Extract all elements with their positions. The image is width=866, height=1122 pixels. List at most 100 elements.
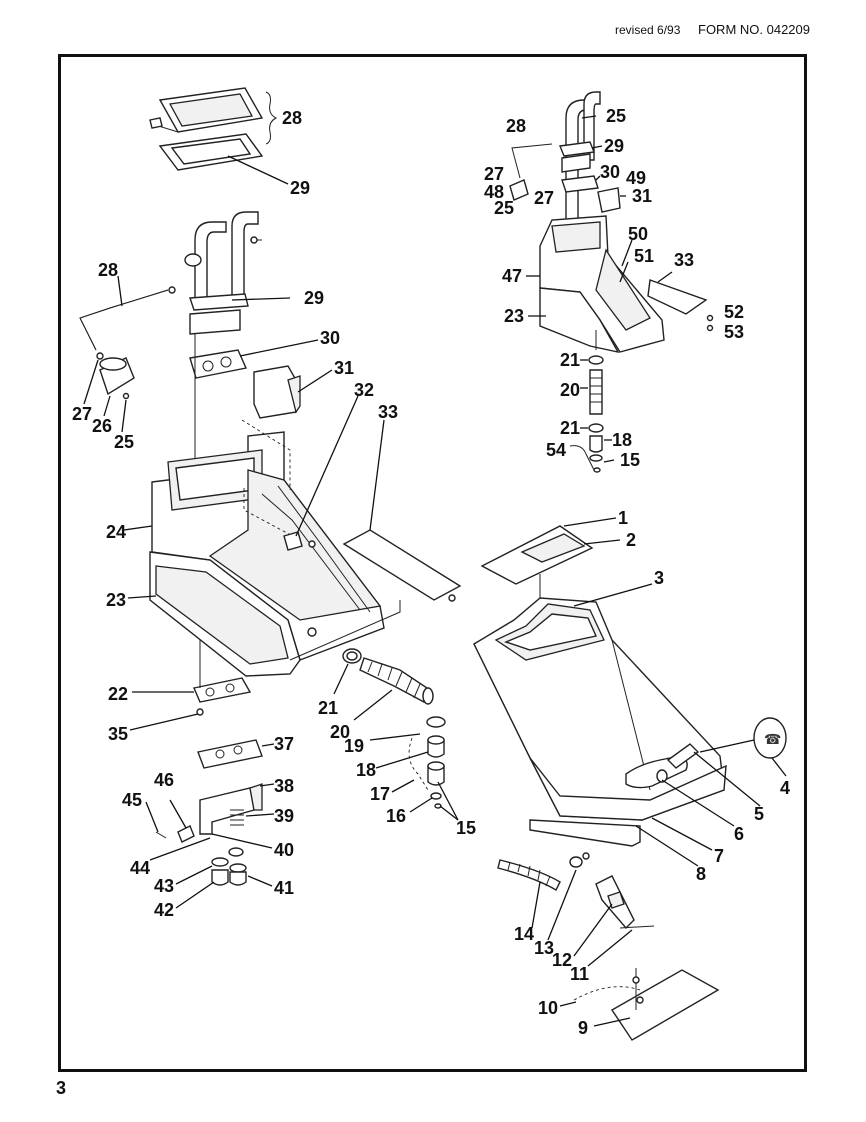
callout-30: 30 (320, 328, 340, 348)
callout-40: 40 (274, 840, 294, 860)
callout-16: 16 (386, 806, 406, 826)
callout-48: 48 (484, 182, 504, 202)
callout-29: 29 (304, 288, 324, 308)
part-37-plate (197, 739, 263, 769)
callout-41: 41 (274, 878, 294, 898)
callout-28: 28 (98, 260, 118, 280)
callout-35: 35 (108, 724, 128, 744)
part-26-float (99, 357, 135, 396)
callout-21: 21 (318, 698, 338, 718)
callout-27-upper-a: 27 (484, 164, 504, 184)
callout-10: 10 (538, 998, 558, 1018)
callout-46: 46 (154, 770, 174, 790)
callout-42: 42 (154, 900, 174, 920)
part-28-rod (79, 286, 176, 351)
callout-25: 25 (114, 432, 134, 452)
callout-21-upper-a: 21 (560, 350, 580, 370)
callout-3: 3 (654, 568, 664, 588)
part-26-upper-float (509, 179, 529, 201)
part-31-upper-bracket (597, 187, 621, 213)
callout-4: 4 (780, 778, 790, 798)
part-4-decal: ☎ (753, 717, 787, 759)
callout-33-upper: 33 (674, 250, 694, 270)
form-number: FORM NO. 042209 (698, 22, 810, 37)
callout-24: 24 (106, 522, 126, 542)
callout-20-upper: 20 (560, 380, 580, 400)
callout-11: 11 (570, 964, 589, 984)
callout-45: 45 (122, 790, 142, 810)
part-34-lid (149, 87, 264, 133)
callout-14: 14 (514, 924, 534, 944)
callout-52: 52 (724, 302, 744, 322)
callout-15: 15 (456, 818, 476, 838)
callout-9: 9 (578, 1018, 588, 1038)
callout-53: 53 (724, 322, 744, 342)
callout-38: 38 (274, 776, 294, 796)
callout-49: 49 (626, 168, 646, 188)
callout-26: 26 (92, 416, 112, 436)
callout-18-upper: 18 (612, 430, 632, 450)
part-17-chain (408, 737, 429, 791)
part-33-cover-plate (342, 529, 462, 602)
callout-22: 22 (108, 684, 128, 704)
part-36-gasket (158, 133, 264, 171)
callout-2: 2 (626, 530, 636, 550)
callout-12: 12 (552, 950, 572, 970)
callout-30-upper: 30 (600, 162, 620, 182)
page-header: revised 6/93 FORM NO. 042209 (615, 22, 810, 37)
callout-17: 17 (370, 784, 390, 804)
revision-date: revised 6/93 (615, 23, 681, 37)
part-22-mount-plate (193, 677, 252, 703)
part-20-hose (359, 657, 434, 705)
part-29-upper-pipes (559, 91, 601, 231)
callout-29-upper: 29 (604, 136, 624, 156)
part-1-2-cover (480, 525, 594, 585)
callout-8: 8 (696, 864, 706, 884)
part-18-drain-cap (426, 716, 446, 809)
leader-36 (227, 155, 289, 185)
svg-text:☎: ☎ (764, 732, 781, 748)
callout-47: 47 (502, 266, 522, 286)
part-12-pedal (595, 875, 655, 930)
brace-34 (265, 91, 278, 145)
diagram-frame (58, 54, 807, 1072)
callout-13: 13 (534, 938, 554, 958)
part-31-bracket (253, 365, 301, 419)
part-47-upper-tank (539, 215, 708, 354)
callout-36: 29 (290, 178, 310, 198)
part-5-6-fill-hose (656, 743, 700, 783)
callout-31-upper: 31 (632, 186, 652, 206)
callout-51: 51 (634, 246, 654, 266)
callout-33: 33 (378, 402, 398, 422)
callout-18: 18 (356, 760, 376, 780)
part-30-upper-plate (561, 175, 599, 193)
callout-21-upper-b: 21 (560, 418, 580, 438)
callout-27-upper-b: 27 (534, 188, 554, 208)
callout-7: 7 (714, 846, 724, 866)
part-32-fitting (283, 531, 316, 551)
callout-5: 5 (754, 804, 764, 824)
callout-27: 27 (72, 404, 92, 424)
part-21-hose-clamp (342, 648, 362, 664)
callout-25-upper-a: 25 (606, 106, 626, 126)
callout-23-upper: 23 (504, 306, 524, 326)
page-number: 3 (56, 1078, 67, 1098)
callout-19: 19 (344, 736, 364, 756)
part-9-base-plate (611, 968, 720, 1041)
callout-32: 32 (354, 380, 374, 400)
callout-31: 31 (334, 358, 354, 378)
part-30-plate (189, 349, 247, 379)
part-23-tank-base (149, 551, 301, 677)
part-39-spring (230, 809, 244, 826)
part-41-42-43-valve (211, 857, 247, 886)
callout-44: 44 (130, 858, 150, 878)
callout-25-upper-b: 25 (494, 198, 514, 218)
callout-37: 37 (274, 734, 294, 754)
part-14-hose (497, 859, 561, 891)
callout-28-upper: 28 (506, 116, 526, 136)
callout-15-upper: 15 (620, 450, 640, 470)
part-45-46-pin (155, 825, 195, 843)
callout-50: 50 (628, 224, 648, 244)
callout-6: 6 (734, 824, 744, 844)
